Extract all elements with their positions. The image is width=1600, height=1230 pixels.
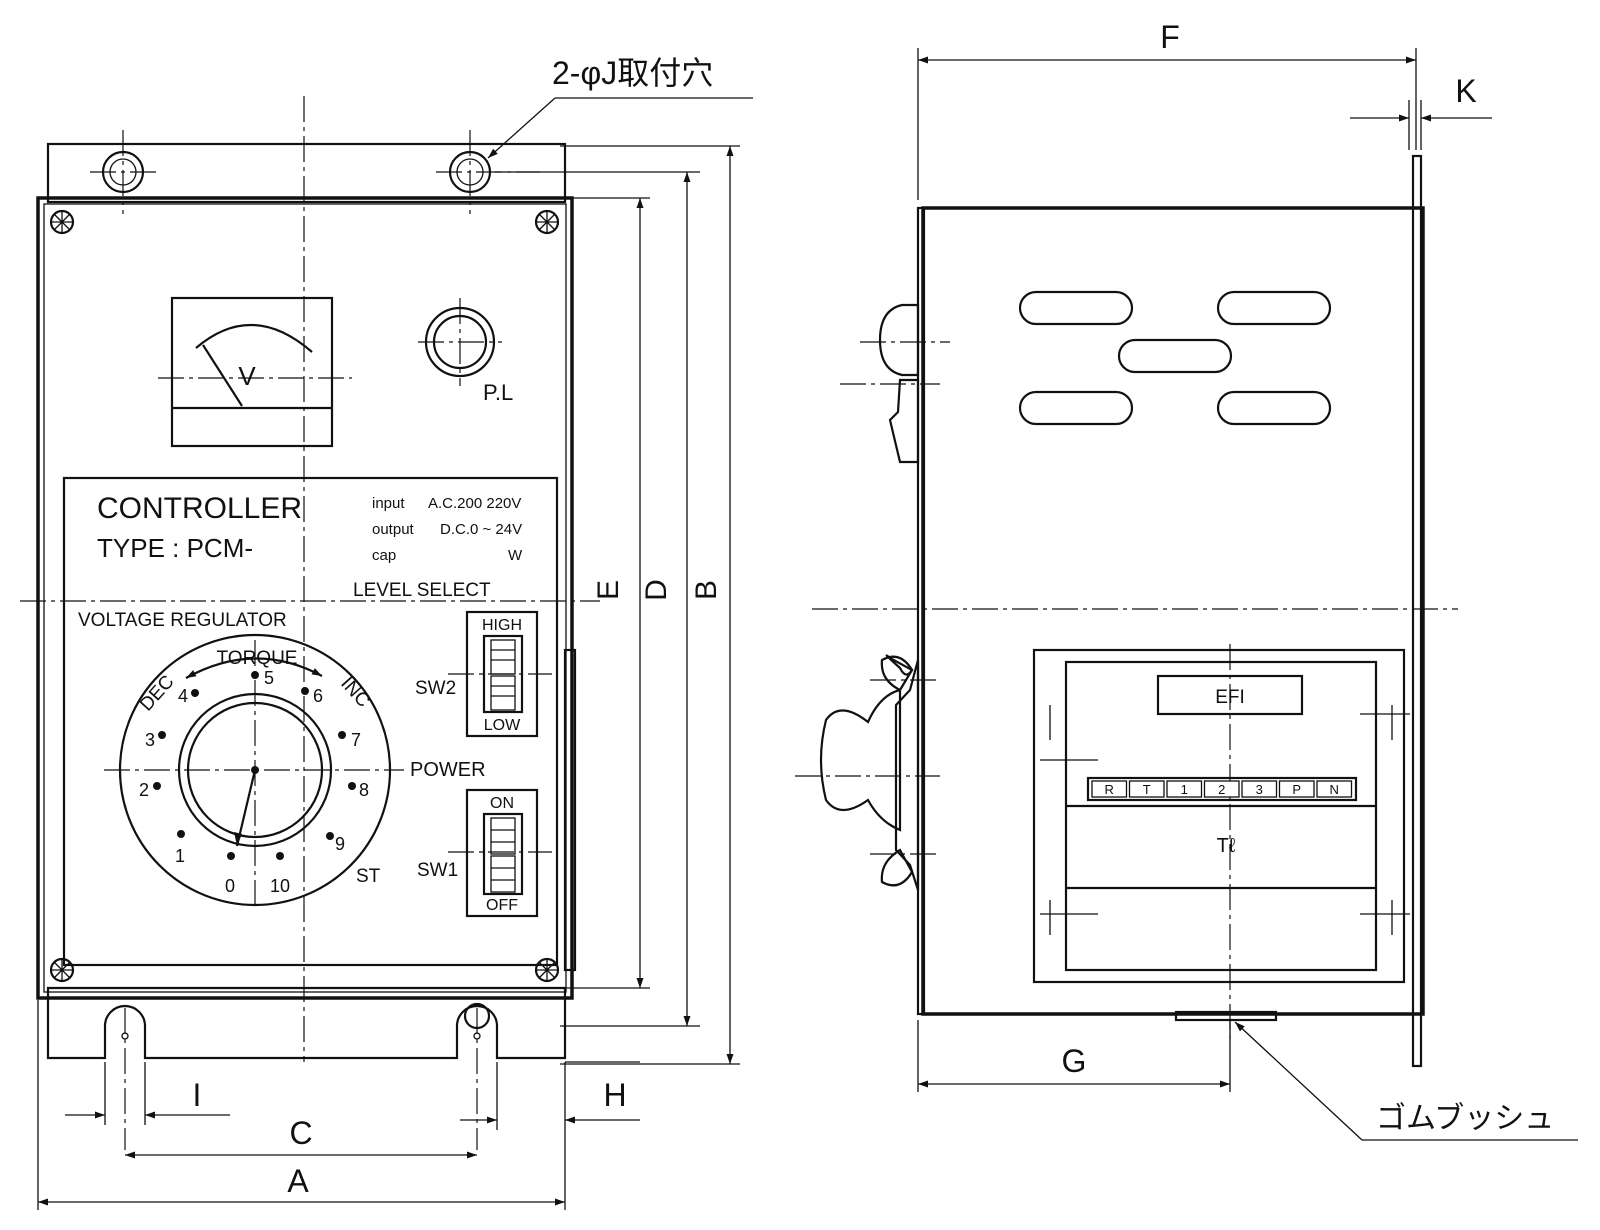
dial-number: 0: [225, 876, 235, 896]
terminal-label: 2: [1218, 782, 1225, 797]
dial-knob-side: [795, 654, 940, 891]
front-dimensions: A C I H E D B 2-φJ取付穴: [37, 55, 753, 1210]
dial-number: 3: [145, 730, 155, 750]
terminal-label: N: [1330, 782, 1339, 797]
terminal-strip: R T 1 2 3 P N: [1091, 780, 1353, 798]
bottom-flange: [46, 986, 567, 1060]
dim-d-label: D: [640, 579, 673, 601]
dim-h-label: H: [603, 1077, 626, 1113]
spec-cap-value: W: [508, 547, 523, 564]
dim-g-label: G: [1062, 1043, 1087, 1079]
vent-slots: [1018, 290, 1332, 426]
terminal-cell: [1241, 780, 1278, 798]
terminal-cell: [1278, 780, 1315, 798]
dim-c-label: C: [289, 1115, 312, 1151]
terminal-cover-label: Tℓ: [1217, 835, 1236, 857]
terminal-cell: [1316, 780, 1353, 798]
level-select-label: LEVEL SELECT: [353, 580, 491, 601]
spec-input-label: input: [372, 495, 405, 512]
sw1-off-label: OFF: [486, 897, 518, 914]
inc-label: INC: [336, 673, 374, 711]
terminal-cell: [1091, 780, 1128, 798]
spec-output-value: D.C.0 ~ 24V: [440, 521, 522, 538]
side-body: [921, 206, 1425, 1016]
power-label: POWER: [410, 759, 486, 781]
front-body: [36, 196, 574, 1000]
terminal-cell: [1166, 780, 1203, 798]
spec-output-label: output: [372, 521, 415, 538]
side-view: EFI Tℓ: [795, 154, 1458, 1068]
dial-number: 8: [359, 780, 369, 800]
pilot-lamp: P.L: [424, 306, 513, 405]
dial-pointer: [235, 769, 257, 847]
terminal-block: EFI Tℓ: [1032, 648, 1410, 1022]
side-dimensions: F K G ゴムブッシュ: [917, 19, 1578, 1141]
controller-type: TYPE : PCM-: [97, 533, 253, 563]
switch-sw1: ON OFF SW1: [417, 788, 539, 918]
spec-cap-label: cap: [372, 547, 396, 564]
sw1-label: SW1: [417, 860, 458, 881]
dial-number: 5: [264, 668, 274, 688]
st-label: ST: [356, 866, 381, 887]
voltmeter: V: [170, 296, 334, 448]
terminal-label: P: [1292, 782, 1301, 797]
corner-screw-icon: [49, 209, 560, 983]
dim-b-label: B: [690, 580, 723, 600]
mount-holes-callout: 2-φJ取付穴: [552, 55, 713, 91]
dial-number: 4: [178, 686, 188, 706]
top-flange: [46, 142, 567, 204]
meter-needle: [202, 344, 243, 407]
side-flange: [1411, 154, 1423, 1068]
torque-label: TORQUE: [217, 648, 298, 669]
terminal-label: R: [1105, 782, 1114, 797]
dec-label: DEC: [136, 671, 178, 715]
terminal-cell: [1128, 780, 1165, 798]
dim-e-label: E: [592, 580, 625, 600]
sw1-on-label: ON: [490, 795, 514, 812]
dial-number: 1: [175, 846, 185, 866]
spec-input-value: A.C.200 220V: [428, 495, 521, 512]
dim-f-label: F: [1160, 19, 1180, 55]
terminal-label: 3: [1256, 782, 1263, 797]
dim-a-label: A: [287, 1163, 309, 1199]
front-view: V P.L CONTROLLER TYPE : PCM- input A.C.2…: [20, 96, 600, 1150]
meter-label: V: [238, 361, 256, 391]
terminal-cell: [1203, 780, 1240, 798]
voltage-regulator-label: VOLTAGE REGULATOR: [78, 610, 287, 631]
dial-number: 10: [270, 876, 290, 896]
pilot-lamp-side: [840, 303, 950, 464]
dial-number: 2: [139, 780, 149, 800]
rubber-bushing-callout: ゴムブッシュ: [1376, 1102, 1554, 1135]
sw2-label: SW2: [415, 678, 456, 699]
sw2-low-label: LOW: [484, 717, 521, 734]
dial-number: 7: [351, 730, 361, 750]
dial-number: 6: [313, 686, 323, 706]
terminal-label: T: [1143, 782, 1151, 797]
dim-i-label: I: [193, 1077, 202, 1113]
controller-title: CONTROLLER: [97, 492, 302, 525]
nameplate-panel: [62, 476, 559, 967]
terminal-label: 1: [1181, 782, 1188, 797]
pilot-lamp-label: P.L: [483, 380, 513, 405]
dial-number: 9: [335, 834, 345, 854]
sw2-high-label: HIGH: [482, 617, 522, 634]
dim-k-label: K: [1455, 73, 1476, 109]
switch-sw2: HIGH LOW SW2: [415, 610, 539, 738]
